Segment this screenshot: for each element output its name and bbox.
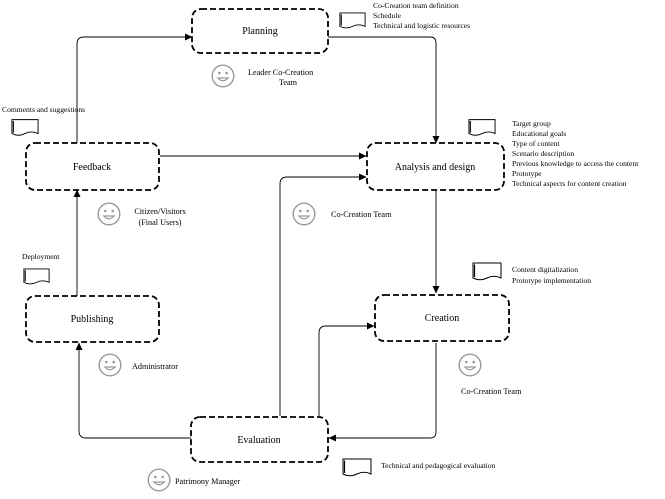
doc-list-evaluation: Technical and pedagogical evaluation xyxy=(381,461,496,470)
role-label-feedback: Citizen/Visitors xyxy=(134,207,185,216)
document-icon xyxy=(468,118,496,136)
role-label-feedback-line2: (Final Users) xyxy=(139,218,182,227)
role-label-creation: Co-Creation Team xyxy=(461,387,522,396)
document-icon xyxy=(11,118,39,136)
document-icon xyxy=(339,12,366,29)
connector-evaluation-to-creation xyxy=(318,322,375,416)
node-feedback: Feedback xyxy=(25,142,160,191)
smiley-face-icon xyxy=(292,202,316,226)
node-label-evaluation: Evaluation xyxy=(237,435,280,446)
connector-creation-to-evaluation xyxy=(328,343,437,442)
node-publishing: Publishing xyxy=(25,295,160,343)
role-label-planning: Leader Co-Creation xyxy=(248,68,313,77)
doc-list-creation: Content digitalization Prototype impleme… xyxy=(512,265,591,285)
smiley-face-icon xyxy=(458,353,482,377)
connector-feedback-to-planning xyxy=(76,33,193,143)
role-label-analysis: Co-Creation Team xyxy=(331,210,392,219)
document-icon xyxy=(23,268,50,285)
node-label-planning: Planning xyxy=(242,26,278,37)
document-icon xyxy=(342,458,372,477)
node-planning: Planning xyxy=(191,8,329,54)
doc-list-feedback: Comments and suggestions xyxy=(2,105,85,114)
doc-list-publishing: Deployment xyxy=(22,252,60,261)
smiley-face-icon xyxy=(98,353,122,377)
smiley-face-icon xyxy=(147,468,171,492)
document-icon xyxy=(472,262,502,281)
connector-evaluation-to-analysis xyxy=(279,173,367,416)
node-label-creation: Creation xyxy=(425,313,459,324)
role-label-publishing: Administrator xyxy=(132,362,178,371)
node-analysis: Analysis and design xyxy=(366,142,505,191)
connector-evaluation-to-publishing xyxy=(75,342,191,439)
node-label-analysis: Analysis and design xyxy=(395,162,476,173)
node-creation: Creation xyxy=(374,294,510,342)
role-label-planning-line2: Team xyxy=(279,78,298,87)
doc-list-analysis: Target group Educational goals Type of c… xyxy=(512,119,640,188)
node-label-feedback: Feedback xyxy=(73,162,111,173)
doc-list-planning: Co-Creation team definition Schedule Tec… xyxy=(373,1,470,30)
node-label-publishing: Publishing xyxy=(71,314,114,325)
connector-planning-to-analysis xyxy=(328,36,440,144)
connectors xyxy=(73,33,440,442)
role-label-evaluation: Patrimony Manager xyxy=(175,477,241,486)
node-evaluation: Evaluation xyxy=(190,416,329,463)
smiley-face-icon xyxy=(97,202,121,226)
smiley-face-icon xyxy=(211,64,235,88)
